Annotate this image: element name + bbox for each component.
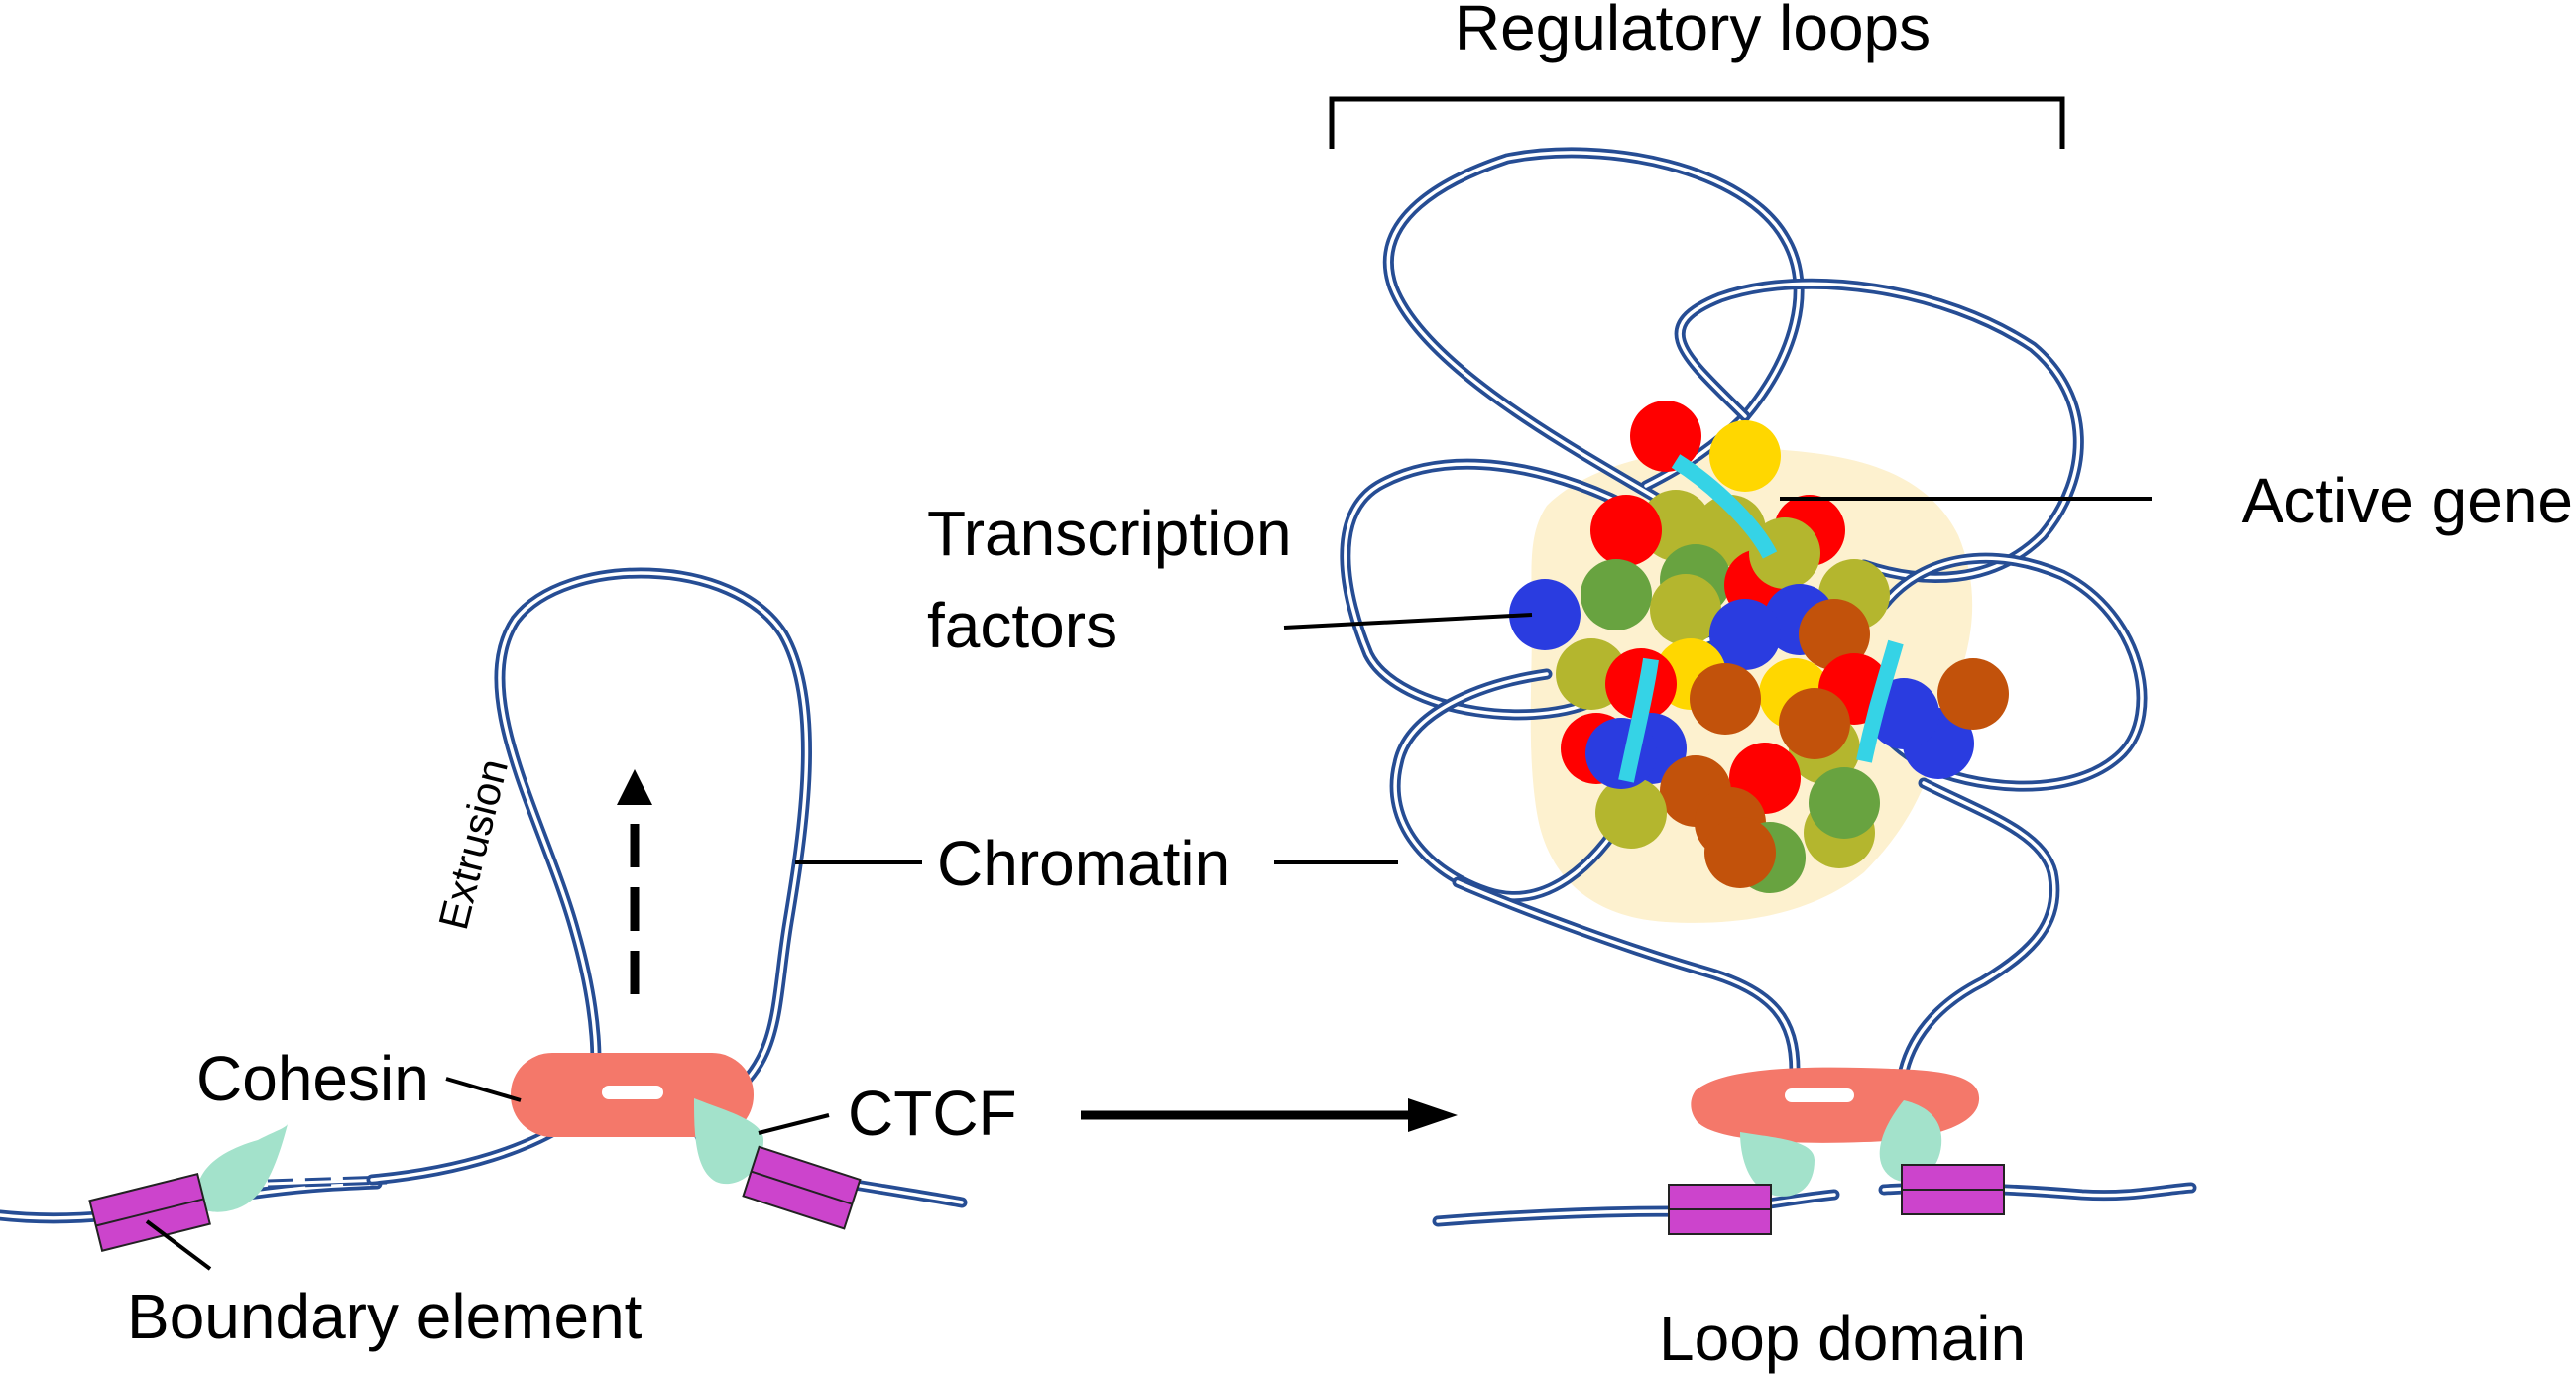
transcription-factors-leader [1283, 613, 1533, 630]
extrusion-label: Extrusion [429, 754, 517, 934]
boundary-element-label: Boundary element [127, 1281, 643, 1352]
boundary-element-left [88, 1172, 211, 1252]
leader-lines [145, 497, 2152, 1271]
regulatory-loops-label: Regulatory loops [1455, 0, 1931, 63]
active-gene-label: Active gene [2242, 465, 2573, 536]
transition-arrow [1081, 1098, 1458, 1132]
boundary-element-right [742, 1145, 862, 1230]
ctcf-leader [758, 1113, 830, 1135]
cohesin-leader [445, 1077, 522, 1102]
active-gene-segment-right [1856, 639, 1904, 763]
ctcf-protein-loop-left [1740, 1132, 1815, 1197]
transcription-factor-yellow [1709, 420, 1781, 492]
boundary-element-loop-left [1668, 1184, 1772, 1235]
transcription-factor-red [1590, 495, 1662, 566]
boundary-element-loop-right [1901, 1164, 2005, 1215]
loop-domain-label: Loop domain [1659, 1303, 2026, 1374]
left-panel [0, 567, 968, 1252]
extrusion-arrowhead [617, 769, 652, 805]
active-gene-segment-top [1671, 454, 1778, 559]
transcription-factor-blue [1509, 579, 1581, 650]
transcription-factor-brown [1690, 663, 1761, 735]
transcription-factors-label-line1: Transcription [927, 498, 1292, 569]
cohesin-label: Cohesin [196, 1043, 429, 1114]
transcription-factor-blue [1709, 599, 1781, 670]
ctcf-protein-left [195, 1124, 288, 1212]
transcription-factor-brown [1704, 817, 1776, 888]
active-gene-segments [1618, 454, 1904, 783]
active-gene-segment-left [1618, 657, 1659, 783]
transcription-factors-label-line2: factors [927, 590, 1117, 661]
cohesin-ring-left [511, 1053, 754, 1137]
ctcf-protein-loop-right [1879, 1100, 1942, 1183]
transcription-factor-green [1809, 767, 1880, 839]
ctcf-label: CTCF [848, 1078, 1017, 1149]
transcription-factor-brown [1937, 658, 2009, 730]
transcription-factor-brown [1799, 599, 1870, 670]
right-panel [1329, 96, 2197, 1235]
transcription-factor-red [1630, 401, 1701, 472]
ctcf-protein-right [694, 1098, 763, 1185]
transcription-factor-olive [1650, 574, 1721, 645]
transcription-factor-olive [1595, 777, 1667, 849]
transcription-factors-cluster [1509, 401, 2009, 893]
transcription-factor-green [1581, 559, 1652, 630]
transcription-factor-brown [1779, 688, 1850, 759]
chromatin-label: Chromatin [937, 828, 1229, 899]
regulatory-loops-bracket [1329, 96, 2065, 149]
boundary-element-leader [145, 1219, 212, 1271]
